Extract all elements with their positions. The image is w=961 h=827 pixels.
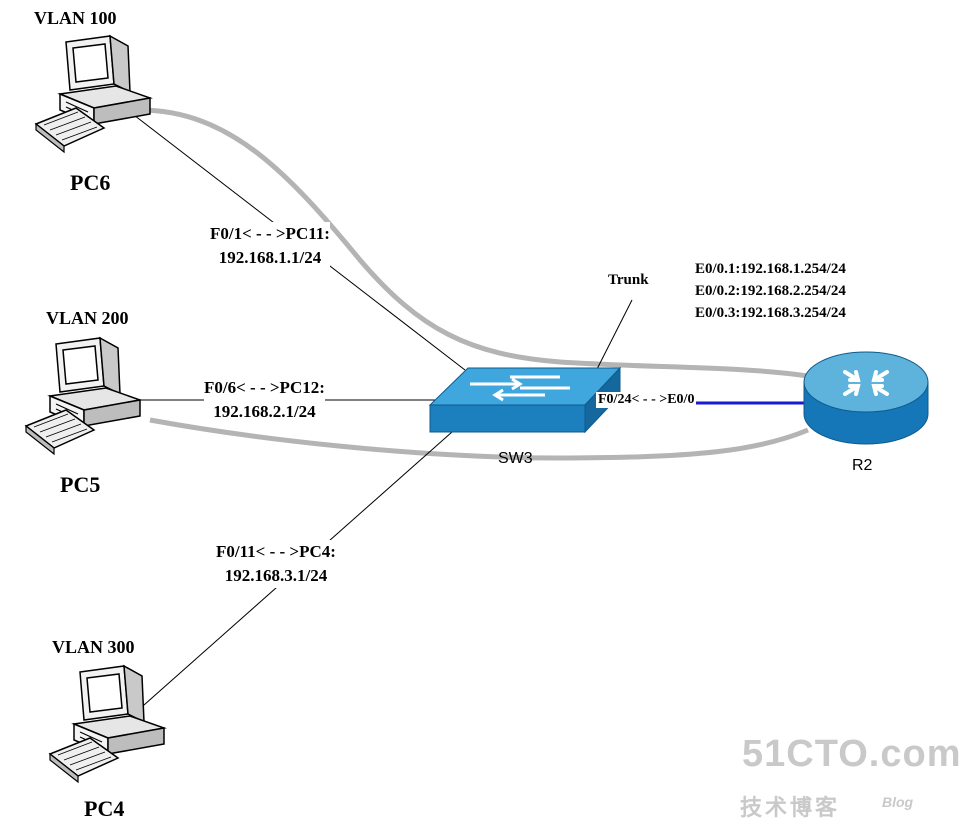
watermark-logo: 51CTO.com xyxy=(742,733,961,775)
uplink-label: F0/24< - - >E0/0 xyxy=(596,392,697,408)
router-subinterface-list: E0/0.1:192.168.1.254/24 E0/0.2:192.168.2… xyxy=(695,258,846,324)
network-topology-diagram xyxy=(25,35,929,783)
computer-pc4-icon xyxy=(49,665,165,783)
switch-name-label: SW3 xyxy=(498,450,533,467)
cable-pc6-router xyxy=(139,107,809,379)
watermark-subtitle: 技术博客 xyxy=(740,795,841,820)
switch-sw3-icon xyxy=(428,366,622,434)
pc6-vlan-label: VLAN 100 xyxy=(34,8,117,28)
router-name-label: R2 xyxy=(852,457,873,474)
computer-pc5-icon xyxy=(25,337,141,455)
link-pc5-ip: 192.168.2.1/24 xyxy=(213,402,316,421)
computer-pc6-icon xyxy=(35,35,151,153)
subinterface-2: E0/0.2:192.168.2.254/24 xyxy=(695,283,846,299)
link-pc6-port: F0/1< - - >PC11: xyxy=(210,224,330,243)
link-pc5-port: F0/6< - - >PC12: xyxy=(204,378,325,397)
trunk-label: Trunk xyxy=(608,272,649,288)
pc6-name-label: PC6 xyxy=(70,170,111,195)
link-pc5-label: F0/6< - - >PC12: 192.168.2.1/24 xyxy=(204,376,325,424)
link-pc4-label: F0/11< - - >PC4: 192.168.3.1/24 xyxy=(216,540,336,588)
pc5-name-label: PC5 xyxy=(60,472,101,497)
link-pc6-label: F0/1< - - >PC11: 192.168.1.1/24 xyxy=(210,222,330,270)
cable-pc5-router xyxy=(149,417,809,461)
link-pc4-port: F0/11< - - >PC4: xyxy=(216,542,336,561)
trunk-pointer xyxy=(593,299,633,376)
router-r2-icon xyxy=(803,351,929,445)
subinterface-3: E0/0.3:192.168.3.254/24 xyxy=(695,305,846,321)
link-pc4-ip: 192.168.3.1/24 xyxy=(224,566,328,585)
pc5-vlan-label: VLAN 200 xyxy=(46,308,129,328)
link-pc6-ip: 192.168.1.1/24 xyxy=(218,248,322,267)
pc4-name-label: PC4 xyxy=(84,796,125,821)
subinterface-1: E0/0.1:192.168.1.254/24 xyxy=(695,261,846,277)
watermark-blog: Blog xyxy=(882,794,914,810)
pc4-vlan-label: VLAN 300 xyxy=(52,637,135,657)
